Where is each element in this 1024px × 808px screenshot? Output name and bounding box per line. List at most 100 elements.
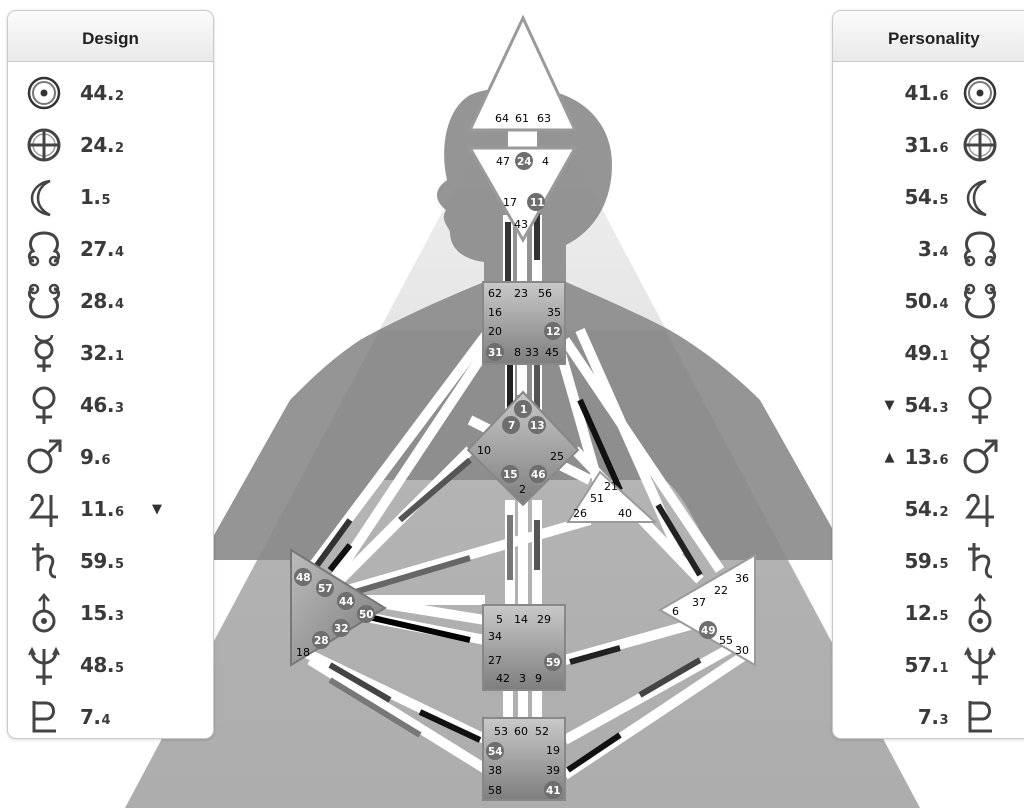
line-number: 5	[939, 193, 948, 208]
design-row: 59.5	[24, 536, 152, 586]
gate-57-active	[316, 579, 334, 597]
gate-39: 39	[546, 764, 560, 777]
gate-number: 24	[80, 133, 107, 157]
design-gate-value: 24.2	[80, 133, 146, 157]
sacral-center[interactable]: 5 14 29 34 27 59 42 3 9	[482, 604, 566, 691]
gate-number: 13	[904, 445, 932, 469]
line-number: 4	[114, 245, 124, 260]
gate-separator: .	[931, 185, 939, 209]
g-center[interactable]: 1 7 13 10 25 15 46 2	[466, 390, 580, 507]
personality-row: 49.1	[895, 328, 1001, 378]
gate-number: 11	[80, 497, 107, 521]
gate-4: 4	[542, 155, 549, 168]
root-center[interactable]: 53 60 52 54 19 38 39 58 41	[482, 717, 566, 801]
gate-48: 48	[296, 572, 311, 584]
line-number: 3	[939, 401, 948, 416]
gate-3: 3	[519, 672, 526, 685]
sun-icon	[24, 71, 64, 115]
gate-34: 34	[488, 630, 502, 643]
design-gate-value: 44.2	[80, 81, 146, 105]
gate-53: 53	[494, 725, 508, 738]
gate-46-active	[529, 465, 547, 483]
gate-24-active	[515, 152, 533, 170]
gate-number: 46	[80, 393, 107, 417]
gate-separator: .	[931, 289, 939, 313]
throat-center[interactable]: 62 23 56 16 35 20 12 31 8 33 45	[482, 281, 566, 365]
gate-separator: .	[931, 497, 939, 521]
personality-gate-value: 12.5	[905, 601, 949, 625]
gate-28-active	[312, 631, 330, 649]
gate-number: 48	[80, 653, 107, 677]
gate-44-active	[337, 592, 355, 610]
gate-10: 10	[477, 444, 491, 457]
gate-30: 30	[735, 644, 749, 657]
gate-52: 52	[535, 725, 549, 738]
head-center[interactable]: 64 61 63	[467, 14, 578, 132]
gate-26: 26	[573, 507, 587, 520]
gate-number: 1	[80, 185, 94, 209]
line-number: 2	[114, 141, 124, 156]
gate-separator: .	[93, 705, 101, 729]
design-gate-value: 11.6	[80, 497, 146, 521]
gate-1-active	[514, 400, 532, 418]
design-gate-value: 59.5	[80, 549, 146, 573]
line-number: 5	[114, 661, 124, 676]
gate-separator: .	[931, 549, 939, 573]
line-number: 3	[939, 713, 948, 728]
fixing-arrow: ▲	[884, 449, 895, 465]
gate-33: 33	[525, 346, 539, 359]
gate-13: 13	[530, 420, 545, 432]
ajna-center[interactable]: 47 24 4 17 11 43	[467, 146, 578, 244]
design-row: 24.2	[24, 120, 152, 170]
line-number: 3	[114, 401, 124, 416]
design-row: 44.2	[24, 68, 152, 118]
line-number: 6	[939, 141, 948, 156]
personality-row: 12.5	[895, 588, 1001, 638]
gate-separator: .	[106, 497, 115, 521]
heart-center[interactable]: 21 51 26 40	[566, 470, 658, 523]
gate-separator: .	[931, 341, 939, 365]
south-node-icon	[960, 279, 1000, 323]
gate-61: 61	[515, 112, 529, 125]
gate-1: 1	[520, 404, 527, 416]
gate-separator: .	[931, 81, 939, 105]
gate-32-active	[332, 619, 350, 637]
line-number: 3	[114, 609, 124, 624]
design-gate-value: 28.4	[80, 289, 146, 313]
gate-41: 41	[546, 785, 561, 797]
moon-icon	[960, 175, 1000, 219]
personality-gate-value: 57.1	[905, 653, 949, 677]
line-number: 4	[939, 297, 948, 312]
mars-icon	[24, 435, 64, 479]
line-number: 4	[939, 245, 948, 260]
gate-7: 7	[508, 420, 515, 432]
earth-icon	[24, 123, 64, 167]
design-gate-value: 27.4	[80, 237, 146, 261]
design-gate-value: 46.3	[80, 393, 146, 417]
line-number: 5	[939, 557, 948, 572]
gate-48-active	[294, 568, 312, 586]
gate-number: 44	[80, 81, 107, 105]
personality-row: 54.2	[895, 484, 1001, 534]
neptune-icon	[960, 643, 1000, 687]
line-number: 5	[939, 609, 948, 624]
design-gate-value: 9.6	[80, 445, 146, 469]
line-number: 4	[114, 297, 124, 312]
gate-separator: .	[106, 289, 115, 313]
gate-number: 54	[904, 185, 932, 209]
personality-row: ▲13.6	[885, 432, 1001, 482]
personality-row: 31.6	[895, 120, 1001, 170]
earth-icon	[960, 123, 1000, 167]
gate-55: 55	[719, 634, 733, 647]
gate-number: 12	[904, 601, 932, 625]
gate-44: 44	[339, 596, 354, 608]
solar-plexus-center[interactable]: 36 22 6 37 49 55 30	[658, 553, 756, 667]
spleen-center[interactable]: 48 57 44 50 32 28 18	[290, 548, 387, 667]
gate-31-active	[486, 343, 504, 361]
gate-number: 59	[80, 549, 107, 573]
gate-number: 50	[904, 289, 932, 313]
gate-35: 35	[547, 306, 561, 319]
gate-29: 29	[537, 613, 551, 626]
line-number: 2	[939, 505, 948, 520]
